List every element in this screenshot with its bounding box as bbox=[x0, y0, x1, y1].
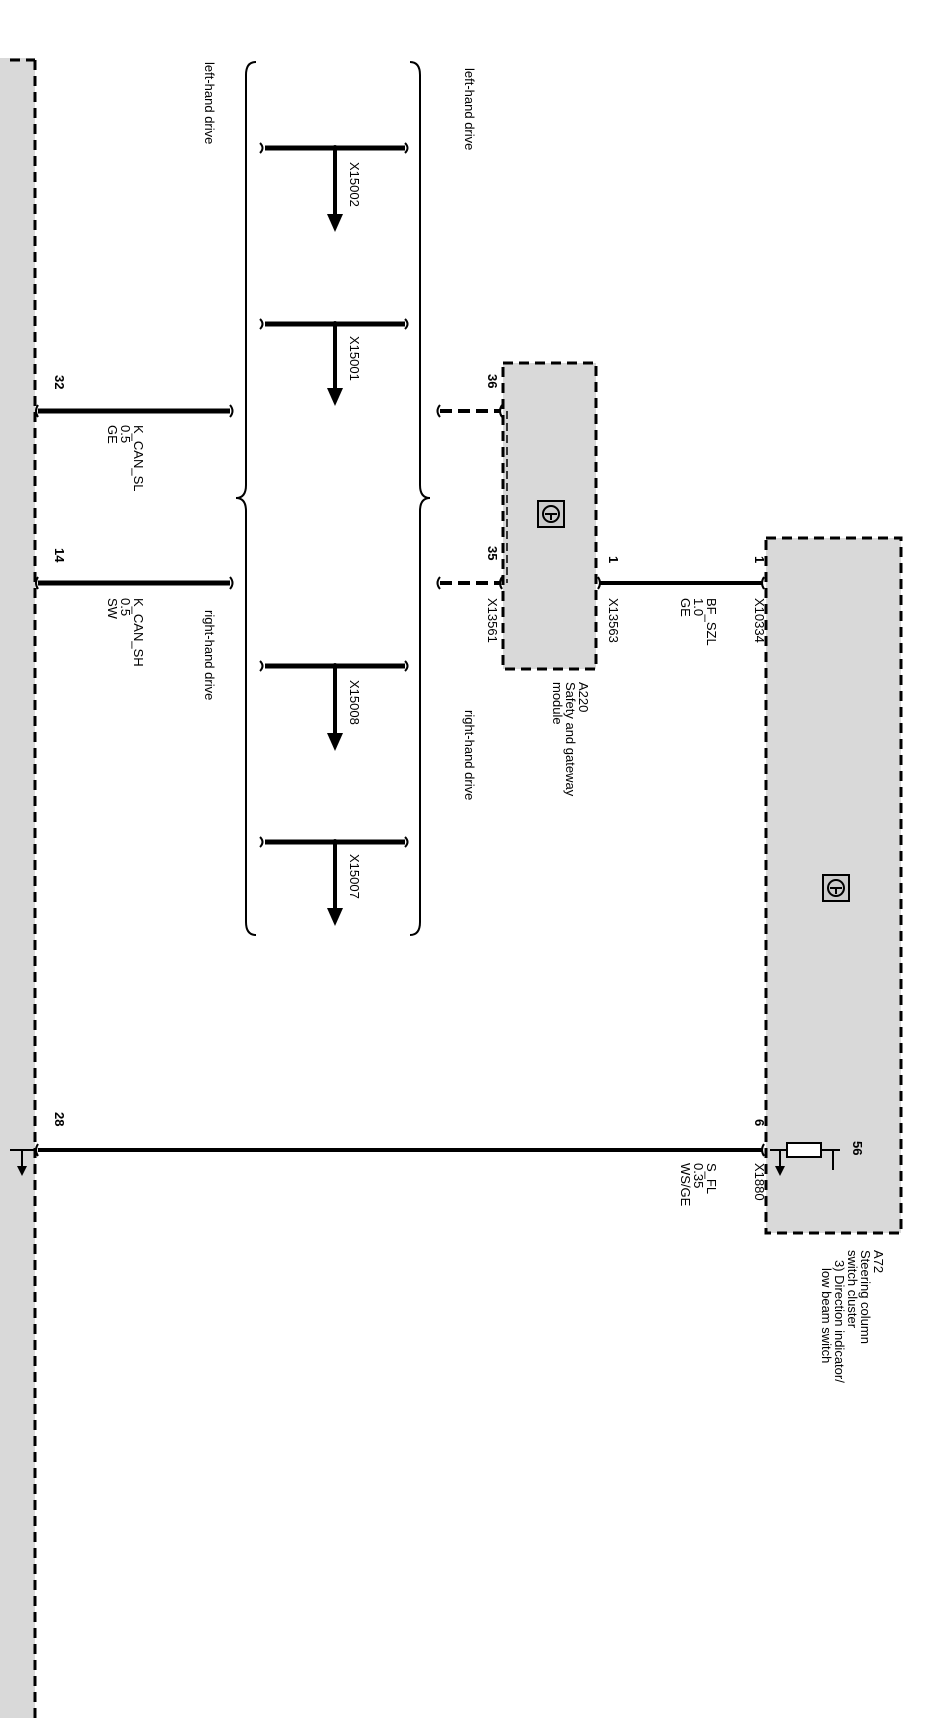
label-right-hand-drive-top: right-hand drive bbox=[462, 710, 477, 800]
wire-s-fl-size: 0.35 bbox=[691, 1163, 706, 1188]
connector-x15001: X15001 bbox=[347, 336, 362, 381]
label-right-hand-drive-lower: right-hand drive bbox=[202, 610, 217, 700]
wire-bf-szl bbox=[597, 576, 765, 590]
wire-s-fl bbox=[10, 1143, 785, 1176]
wire-k-can-sl bbox=[35, 404, 234, 418]
wire-s-fl-color: WS/GE bbox=[678, 1163, 693, 1207]
splice-x15008 bbox=[259, 660, 409, 751]
connector-x10334: X10334 bbox=[752, 598, 767, 643]
connector-x15002: X15002 bbox=[347, 162, 362, 207]
label-left-hand-drive-top: left-hand drive bbox=[462, 68, 477, 150]
pin-6: 6 bbox=[752, 1119, 767, 1126]
wire-k-can-sl-name: K_CAN_SL bbox=[131, 425, 146, 491]
wire-k-can-sl-color: GE bbox=[105, 425, 120, 444]
brace-left bbox=[235, 61, 257, 936]
pin-35: 35 bbox=[485, 546, 500, 560]
a72-line3: 3) Direction indicator/ bbox=[832, 1260, 847, 1383]
connector-x13561: X13561 bbox=[485, 598, 500, 643]
pin-14: 14 bbox=[52, 548, 67, 563]
splice-x15001 bbox=[259, 318, 409, 406]
splice-x15002 bbox=[259, 142, 409, 232]
a72-ground-symbol bbox=[822, 874, 850, 902]
bus-module-strip bbox=[0, 58, 35, 1718]
wire-k-can-sh-color: SW bbox=[105, 598, 120, 620]
connector-x15007: X15007 bbox=[347, 854, 362, 899]
stub-pin-35 bbox=[436, 576, 503, 590]
a220-id: A220 bbox=[576, 682, 591, 712]
wire-bf-szl-name: BF_SZL bbox=[704, 598, 719, 646]
a72-line4: low beam switch bbox=[819, 1268, 834, 1363]
label-left-hand-drive-lower: left-hand drive bbox=[202, 62, 217, 144]
a72-line1: Steering column bbox=[858, 1250, 873, 1344]
wire-bf-szl-color: GE bbox=[678, 598, 693, 617]
wire-bf-szl-size: 1.0 bbox=[691, 598, 706, 616]
wire-s-fl-name: S_FL bbox=[704, 1163, 719, 1194]
wire-k-can-sh bbox=[35, 576, 234, 590]
pin-56: 56 bbox=[850, 1141, 865, 1155]
connector-x15008: X15008 bbox=[347, 680, 362, 725]
pin-28: 28 bbox=[52, 1112, 67, 1126]
connector-x1880: X1880 bbox=[752, 1163, 767, 1201]
wire-k-can-sh-size: 0.5 bbox=[118, 598, 133, 616]
pin-1-a220: 1 bbox=[606, 556, 621, 563]
a72-line2: switch cluster bbox=[845, 1250, 860, 1329]
pin-36: 36 bbox=[485, 374, 500, 388]
splice-x15007 bbox=[259, 836, 409, 926]
wire-k-can-sh-name: K_CAN_SH bbox=[131, 598, 146, 667]
a220-line2: module bbox=[550, 682, 565, 725]
a220-module-box bbox=[501, 361, 598, 671]
wire-k-can-sl-size: 0.5 bbox=[118, 425, 133, 443]
a220-ground-symbol bbox=[537, 500, 565, 528]
a72-id: A72 bbox=[871, 1250, 886, 1273]
stub-pin-36 bbox=[436, 404, 503, 418]
pin-32: 32 bbox=[52, 375, 67, 389]
brace-right bbox=[409, 61, 431, 936]
pin-1-a72: 1 bbox=[752, 556, 767, 563]
a220-line1: Safety and gateway bbox=[563, 682, 578, 797]
connector-x13563: X13563 bbox=[606, 598, 621, 643]
a72-resistor bbox=[770, 1142, 840, 1170]
